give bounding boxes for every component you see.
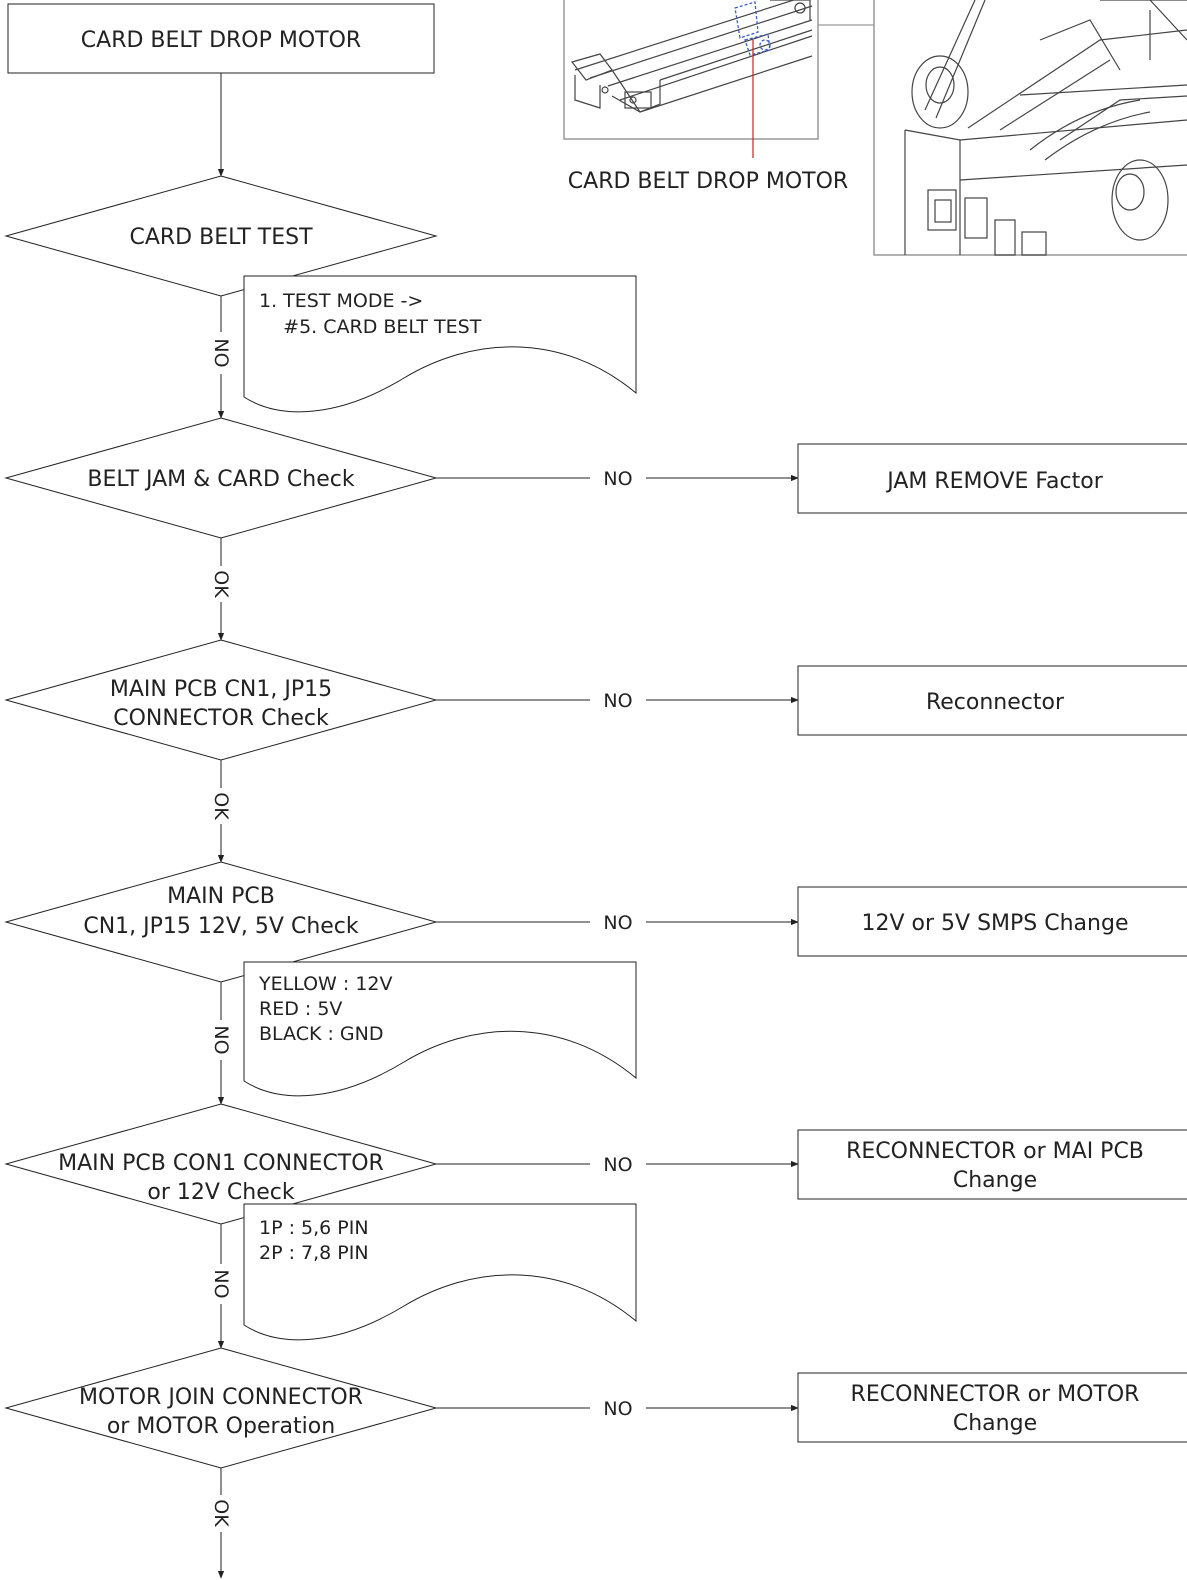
svg-text:NO: NO [210, 1269, 232, 1298]
svg-text:CARD BELT DROP MOTOR: CARD BELT DROP MOTOR [81, 28, 361, 53]
svg-text:NO: NO [603, 1398, 632, 1420]
decision-belt-jam: BELT JAM & CARD Check [4, 417, 438, 539]
vertical-edge-labels: NO OK OK NO NO OK [210, 338, 232, 1527]
decision-voltage-check: MAIN PCB CN1, JP15 12V, 5V Check [4, 861, 438, 983]
decision-card-belt-test: CARD BELT TEST [4, 175, 438, 297]
action-motor-change: RECONNECTOR or MOTOR Change [797, 1372, 1187, 1443]
start-box: CARD BELT DROP MOTOR [7, 3, 435, 74]
decision-connector-check: MAIN PCB CN1, JP15 CONNECTOR Check [4, 639, 438, 761]
mechanism-illustration: CARD BELT DROP MOTOR [563, 0, 1187, 256]
svg-text:NO: NO [603, 912, 632, 934]
svg-text:CN1, JP15 12V, 5V Check: CN1, JP15 12V, 5V Check [83, 914, 359, 939]
horizontal-branches: NO NO NO NO NO [436, 468, 799, 1420]
svg-text:Reconnector: Reconnector [926, 690, 1065, 715]
decision-con1-check: MAIN PCB CON1 CONNECTOR or 12V Check [4, 1103, 438, 1225]
action-jam-remove: JAM REMOVE Factor [797, 443, 1187, 514]
svg-text:MAIN PCB CN1, JP15: MAIN PCB CN1, JP15 [110, 677, 332, 702]
svg-text:1. TEST MODE ->: 1. TEST MODE -> [259, 290, 423, 312]
svg-text:12V or 5V SMPS Change: 12V or 5V SMPS Change [862, 911, 1129, 936]
svg-text:#5. CARD BELT TEST: #5. CARD BELT TEST [259, 316, 482, 338]
action-smps-change: 12V or 5V SMPS Change [797, 886, 1187, 957]
svg-text:JAM REMOVE Factor: JAM REMOVE Factor [885, 469, 1103, 494]
figure-label: CARD BELT DROP MOTOR [568, 169, 848, 194]
svg-text:NO: NO [210, 1025, 232, 1054]
svg-text:BELT JAM & CARD Check: BELT JAM & CARD Check [87, 467, 354, 492]
note-pins: 1P : 5,6 PIN 2P : 7,8 PIN [243, 1203, 637, 1341]
svg-text:or 12V Check: or 12V Check [147, 1180, 294, 1205]
motor-highlight [734, 1, 771, 56]
svg-text:2P : 7,8 PIN: 2P : 7,8 PIN [259, 1242, 369, 1264]
svg-text:NO: NO [603, 1154, 632, 1176]
svg-text:NO: NO [603, 690, 632, 712]
svg-text:OK: OK [210, 570, 232, 598]
svg-text:RECONNECTOR or MOTOR: RECONNECTOR or MOTOR [851, 1382, 1140, 1407]
svg-text:RECONNECTOR or MAI PCB: RECONNECTOR or MAI PCB [846, 1139, 1144, 1164]
svg-text:MOTOR JOIN CONNECTOR: MOTOR JOIN CONNECTOR [79, 1385, 363, 1410]
svg-text:or MOTOR Operation: or MOTOR Operation [107, 1414, 335, 1439]
svg-text:MAIN PCB: MAIN PCB [167, 884, 275, 909]
svg-text:OK: OK [210, 792, 232, 820]
svg-text:Change: Change [953, 1411, 1037, 1436]
note-test-mode: 1. TEST MODE -> #5. CARD BELT TEST [243, 275, 637, 413]
svg-text:NO: NO [210, 338, 232, 367]
svg-text:1P : 5,6 PIN: 1P : 5,6 PIN [259, 1217, 369, 1239]
action-reconnector: Reconnector [797, 665, 1187, 736]
svg-text:Change: Change [953, 1168, 1037, 1193]
svg-text:RED : 5V: RED : 5V [259, 998, 342, 1020]
note-wire-colors: YELLOW : 12V RED : 5V BLACK : GND [243, 961, 637, 1097]
svg-text:MAIN PCB CON1 CONNECTOR: MAIN PCB CON1 CONNECTOR [58, 1151, 384, 1176]
action-pcb-change: RECONNECTOR or MAI PCB Change [797, 1129, 1187, 1200]
svg-text:BLACK : GND: BLACK : GND [259, 1023, 384, 1045]
decision-motor-check: MOTOR JOIN CONNECTOR or MOTOR Operation [4, 1347, 438, 1469]
svg-text:CARD BELT TEST: CARD BELT TEST [129, 225, 313, 250]
svg-text:NO: NO [603, 468, 632, 490]
svg-text:OK: OK [210, 1499, 232, 1527]
svg-text:YELLOW : 12V: YELLOW : 12V [258, 973, 393, 995]
svg-text:CONNECTOR Check: CONNECTOR Check [113, 706, 329, 731]
